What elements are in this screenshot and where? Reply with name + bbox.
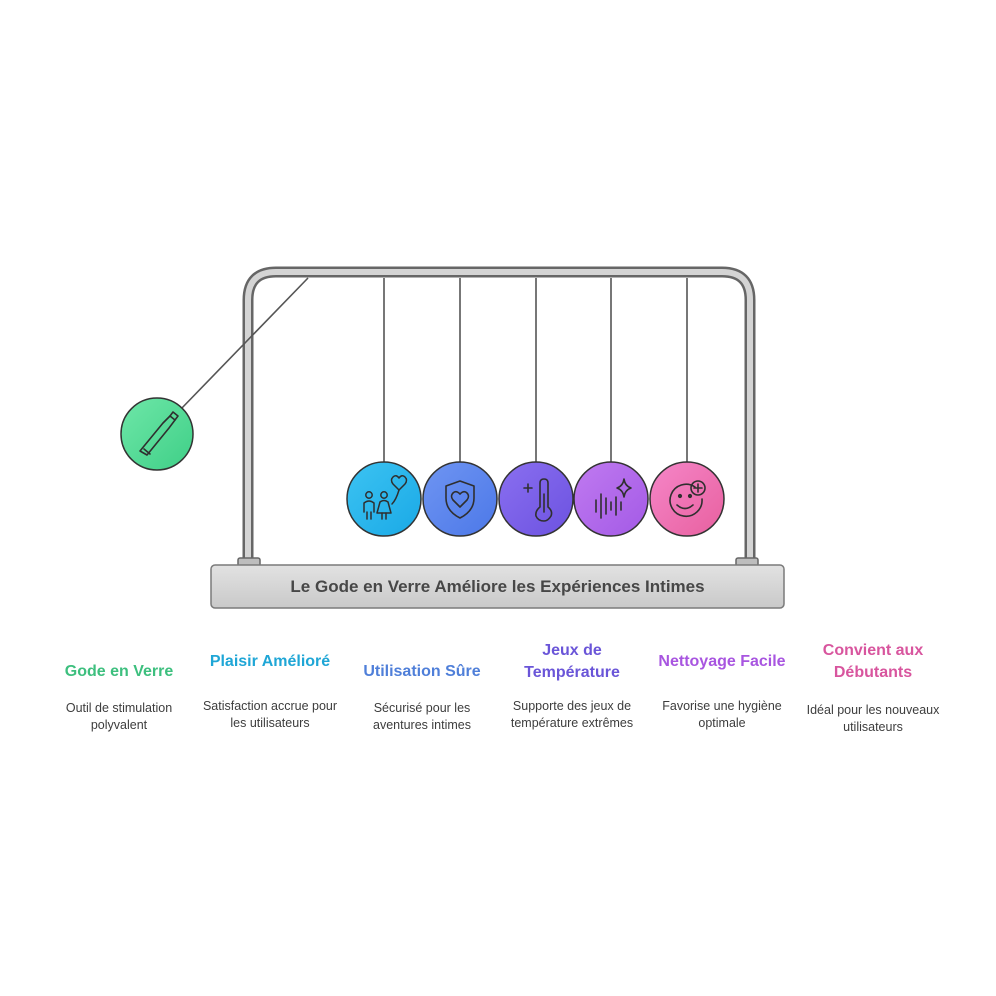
couple-heart-icon: [363, 474, 408, 520]
cradle-frame: [237, 266, 759, 568]
item-title: Convient aux Débutants: [822, 642, 924, 681]
ball-nettoyage-facile: [573, 461, 649, 537]
item-utilisation-sure: Utilisation Sûre Sécurisé pour les avent…: [347, 648, 497, 734]
item-desc: Supporte des jeux de température extrême…: [510, 699, 634, 730]
item-nettoyage-facile: Nettoyage Facile Favorise une hygiène op…: [647, 638, 797, 732]
item-title: Plaisir Amélioré: [209, 653, 331, 670]
item-title: Gode en Verre: [64, 663, 174, 680]
ball-convient-aux-debutants: [649, 461, 725, 537]
item-convient-aux-debutants: Convient aux Débutants Idéal pour les no…: [798, 638, 948, 736]
item-desc: Idéal pour les nouveaux utilisateurs: [806, 703, 940, 734]
item-desc: Satisfaction accrue pour les utilisateur…: [202, 699, 338, 730]
bottle-icon: [139, 411, 179, 456]
ball-gode-en-verre: [120, 397, 194, 471]
item-title: Utilisation Sûre: [363, 663, 481, 680]
string-swing: [179, 277, 309, 411]
ball-plaisir-ameliore: [346, 461, 422, 537]
item-desc: Favorise une hygiène optimale: [662, 699, 782, 730]
ball-jeux-de-temperature: [498, 461, 574, 537]
pendulum-strings: [179, 277, 688, 463]
item-desc: Sécurisé pour les aventures intimes: [373, 701, 471, 732]
item-jeux-de-temperature: Jeux de Température Supporte des jeux de…: [497, 638, 647, 732]
item-title: Nettoyage Facile: [658, 653, 786, 670]
sparkle-wave-icon: [595, 478, 632, 519]
ball-utilisation-sure: [422, 461, 498, 537]
cradle-base: Le Gode en Verre Améliore les Expérience…: [210, 564, 785, 609]
smile-plus-icon: [669, 480, 706, 518]
item-desc: Outil de stimulation polyvalent: [65, 701, 173, 732]
thermometer-icon: [523, 478, 553, 522]
base-title: Le Gode en Verre Améliore les Expérience…: [290, 577, 704, 596]
shield-heart-icon: [445, 480, 475, 519]
item-plaisir-ameliore: Plaisir Amélioré Satisfaction accrue pou…: [195, 638, 345, 732]
item-title: Jeux de Température: [524, 642, 620, 681]
item-gode-en-verre: Gode en Verre Outil de stimulation polyv…: [44, 648, 194, 734]
